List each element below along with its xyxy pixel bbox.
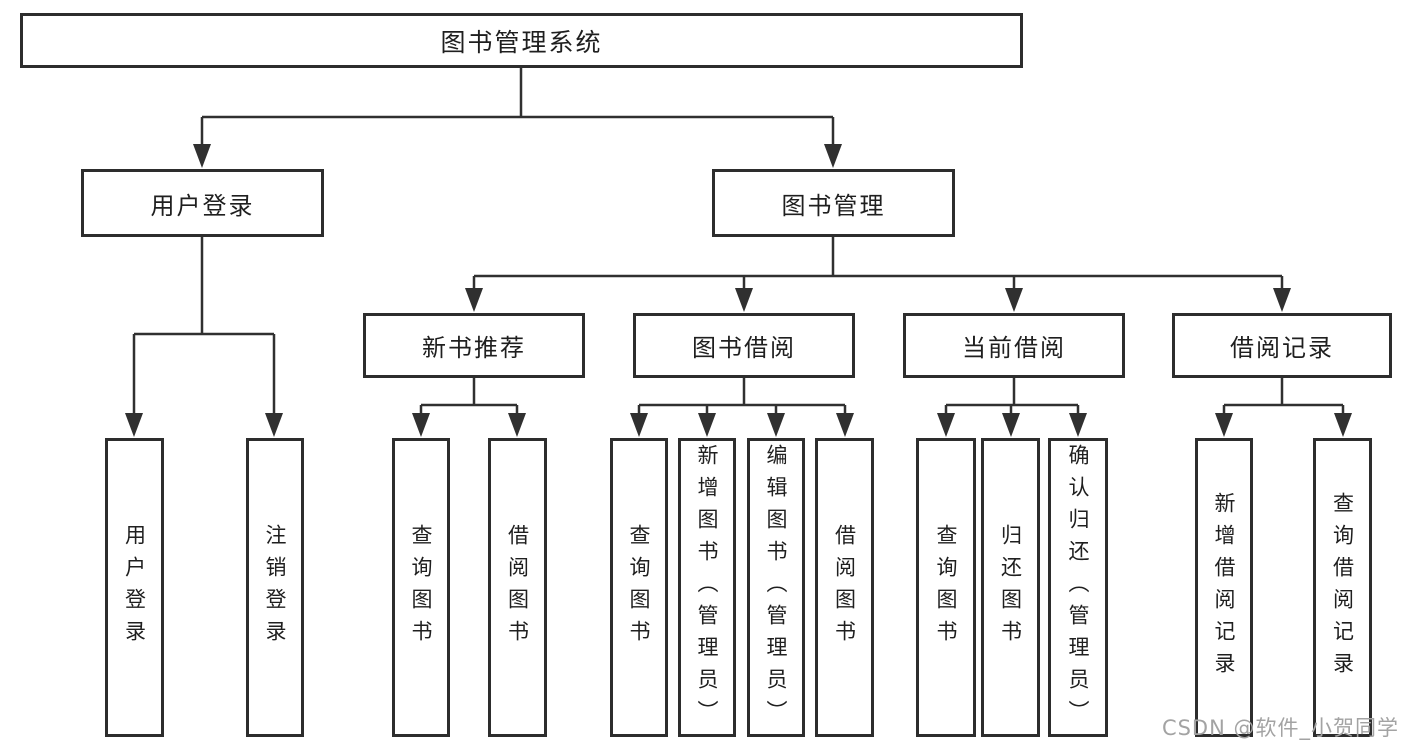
leaf-borrow-books-recommend: 借阅图书 [488, 438, 547, 737]
leaf-query-books-current: 查询图书 [916, 438, 976, 737]
leaf-add-book-admin: 新增图书（管理员） [678, 438, 736, 737]
csdn-watermark: CSDN @软件_小贺同学 [1161, 716, 1399, 740]
leaf-add-borrow-record: 新增借阅记录 [1195, 438, 1253, 737]
node-new-book-recommendation: 新书推荐 [363, 313, 585, 378]
leaf-return-books: 归还图书 [981, 438, 1040, 737]
node-current-borrowing: 当前借阅 [903, 313, 1125, 378]
node-borrowing-records: 借阅记录 [1172, 313, 1392, 378]
leaf-query-books-recommend: 查询图书 [392, 438, 450, 737]
node-user-login: 用户登录 [81, 169, 324, 237]
node-book-management: 图书管理 [712, 169, 955, 237]
leaf-logout: 注销登录 [246, 438, 304, 737]
leaf-edit-book-admin: 编辑图书（管理员） [747, 438, 805, 737]
leaf-borrow-books-borrowing: 借阅图书 [815, 438, 874, 737]
leaf-user-login: 用户登录 [105, 438, 164, 737]
node-root: 图书管理系统 [20, 13, 1023, 68]
leaf-confirm-return-admin: 确认归还（管理员） [1048, 438, 1108, 737]
leaf-query-borrow-record: 查询借阅记录 [1313, 438, 1372, 737]
leaf-query-books-borrowing: 查询图书 [610, 438, 668, 737]
node-book-borrowing: 图书借阅 [633, 313, 855, 378]
